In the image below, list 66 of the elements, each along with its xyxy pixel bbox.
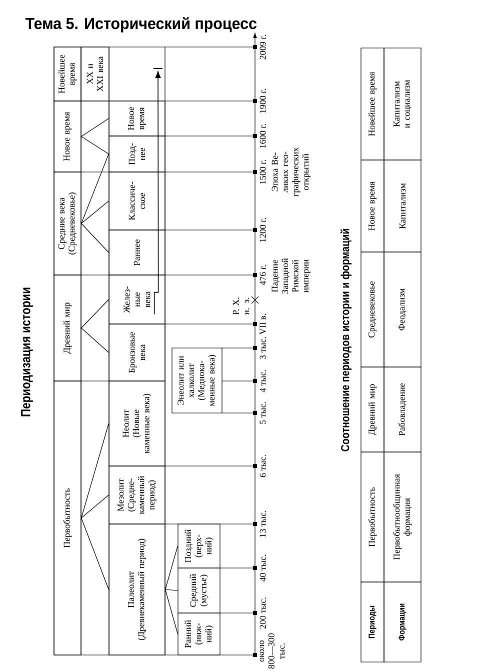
table-cell: Древний мир xyxy=(360,366,384,452)
tick-label: 1200 г. xyxy=(260,218,266,242)
table-cell: Первобытность xyxy=(360,452,384,582)
era-label: Р. Х. н. э. xyxy=(232,298,250,315)
branch-line xyxy=(165,589,178,634)
branch-line xyxy=(81,299,109,328)
period-box: Неолит (Новые каменные века) xyxy=(108,380,166,466)
table-cell: Рабовладение xyxy=(384,366,422,452)
period-box: Первобытность xyxy=(54,380,82,656)
table-cell: Капитализм xyxy=(384,160,422,252)
tick-label: 13 тыс. xyxy=(260,510,266,537)
table-cell: Новое время xyxy=(360,160,384,252)
period-box: Классиче-ское xyxy=(108,172,166,230)
tick-label: 200 тыс. xyxy=(260,598,266,629)
branch-line xyxy=(81,136,109,154)
period-box: Новое время xyxy=(108,100,166,136)
period-box: Средний (мустье) xyxy=(178,568,220,614)
period-box: Энеолит или халколит (Меднока-менные века) xyxy=(172,348,222,414)
branch-line xyxy=(81,423,109,518)
section-heading: Соотношение периодов истории и формаций xyxy=(340,228,352,452)
period-box: Ранний (ниж-ний) xyxy=(178,612,220,656)
period-box: Новое время xyxy=(54,100,82,172)
period-box: Палеолит (Древнекаменный период) xyxy=(108,524,166,656)
section-heading: Периодизация истории xyxy=(21,288,33,416)
tick-label: 1500 г. xyxy=(260,160,266,184)
table-cell: Новейшее время xyxy=(360,48,384,160)
tick-label: 6 тыс. xyxy=(260,455,266,478)
period-box: Средние века (Средневековье) xyxy=(54,172,82,276)
tick-label: 476 г. xyxy=(260,265,266,286)
table-cell: Средневековье xyxy=(360,252,384,368)
table-cell: Формации xyxy=(384,582,422,662)
period-box: Поздний (верх-ний) xyxy=(178,524,220,568)
period-box: Бронзовые века xyxy=(108,324,166,382)
period-box: Желез-ные века xyxy=(108,274,166,324)
period-box: Раннее xyxy=(108,230,166,276)
table-cell: Периоды xyxy=(360,582,384,662)
tick-label: 5 тыс. xyxy=(260,402,266,424)
table-cell: Феодализм xyxy=(384,252,422,368)
title: Тема 5. Исторический процесс xyxy=(25,17,257,32)
branch-line xyxy=(81,154,109,224)
event-note: Падение Западной Римской империи xyxy=(272,258,310,294)
tick-label: VII в. xyxy=(260,314,266,335)
period-box: Новейшее время xyxy=(54,46,82,102)
branch-line xyxy=(165,589,178,591)
table-cell: Первобытнообщинная формация xyxy=(384,452,422,582)
period-box: Позд-нее xyxy=(108,136,166,172)
tick-label: около 800—300 тыс. xyxy=(260,633,285,669)
tick-label: 3 тыс. xyxy=(260,337,266,360)
branch-line xyxy=(81,118,109,137)
period-box: Мезолит (Средне-каменный период) xyxy=(108,466,166,524)
branch-line xyxy=(81,328,109,353)
branch-line xyxy=(81,223,109,253)
period-box: XX и XXI века xyxy=(80,46,110,102)
period-box: Древний мир xyxy=(54,274,82,382)
tick-label: 1900 г. xyxy=(260,89,266,113)
event-note: Эпоха Ве-ликих гео-графических открытий xyxy=(272,147,310,196)
continuation-arrow xyxy=(154,71,161,315)
tick-label: 2009 г. xyxy=(260,34,266,60)
branch-line xyxy=(81,494,109,518)
branch-line xyxy=(81,200,109,224)
branch-line xyxy=(165,546,178,590)
tick-label: 1600 г. xyxy=(260,124,266,148)
table-cell: Капитализм и социализм xyxy=(384,48,422,160)
tick-label: 4 тыс. xyxy=(260,370,266,392)
branch-line xyxy=(81,518,109,590)
tick-label: 40 тыс. xyxy=(260,554,266,582)
